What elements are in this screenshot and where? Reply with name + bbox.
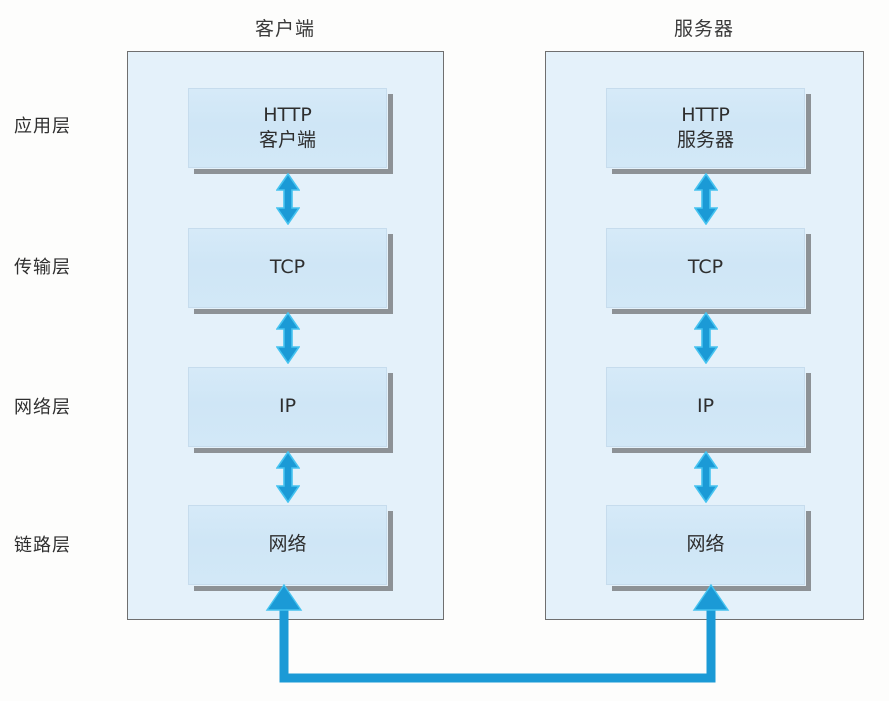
protocol-box-client-network[interactable]: IP: [188, 367, 393, 453]
layer-label-link: 链路层: [14, 535, 71, 556]
protocol-box-client-transport[interactable]: TCP: [188, 228, 393, 314]
protocol-box-label: 网络: [686, 533, 725, 556]
layer-label-application: 应用层: [14, 116, 71, 137]
double-arrow-icon: [276, 173, 300, 225]
double-arrow-icon: [694, 173, 718, 225]
protocol-box-label: TCP: [269, 256, 306, 279]
protocol-box-server-link[interactable]: 网络: [606, 505, 811, 591]
protocol-box-label: IP: [278, 395, 297, 418]
protocol-box-label: HTTP: [263, 103, 312, 126]
protocol-box-server-transport[interactable]: TCP: [606, 228, 811, 314]
protocol-box-client-application[interactable]: HTTP 客户端: [188, 88, 393, 174]
protocol-box-label: IP: [696, 395, 715, 418]
protocol-box-label: TCP: [687, 256, 724, 279]
double-arrow-icon: [276, 312, 300, 364]
double-arrow-icon: [694, 312, 718, 364]
protocol-box-label: HTTP: [681, 103, 730, 126]
column-title-server: 服务器: [673, 18, 734, 40]
protocol-box-client-link[interactable]: 网络: [188, 505, 393, 591]
double-arrow-icon: [694, 451, 718, 503]
protocol-box-server-application[interactable]: HTTP 服务器: [606, 88, 811, 174]
column-title-client: 客户端: [254, 18, 315, 40]
protocol-box-server-network[interactable]: IP: [606, 367, 811, 453]
layer-label-transport: 传输层: [14, 257, 71, 278]
protocol-box-sublabel: 服务器: [676, 129, 734, 151]
layer-label-network: 网络层: [14, 397, 71, 418]
protocol-box-label: 网络: [268, 533, 307, 556]
double-arrow-icon: [276, 451, 300, 503]
protocol-box-sublabel: 客户端: [258, 129, 316, 151]
